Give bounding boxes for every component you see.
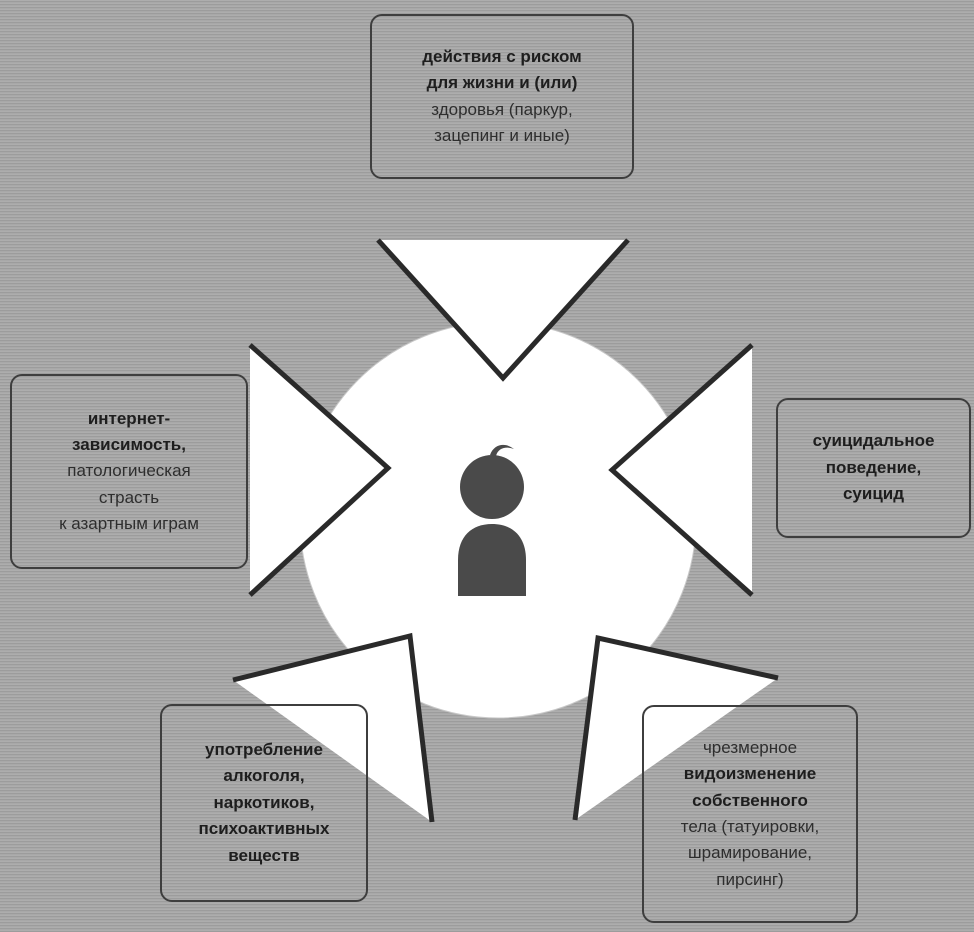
box-text-line: тела (татуировки, [680, 817, 820, 836]
box-text-line: патологическая [67, 461, 191, 481]
box-text-line: к азартным играм [59, 514, 199, 534]
box-text-line: употребление [205, 740, 323, 760]
box-body-modification: чрезмерное видоизменение собственного тела … [642, 705, 858, 923]
box-text-line: здоровья (паркур, [431, 99, 573, 119]
box-text-line: суицид [842, 484, 905, 504]
person-icon [458, 444, 526, 596]
box-text-line: наркотиков, [213, 792, 315, 812]
arrow-top [376, 238, 630, 382]
box-text-line: веществ [228, 845, 300, 865]
box-text-line: интернет- [87, 408, 171, 428]
box-suicidal-behavior: суицидальное поведение, суицид [776, 398, 971, 538]
box-text-line: суицидальное [812, 431, 935, 451]
box-text-line: пирсинг) [716, 869, 784, 889]
box-text-line: действия с риском [422, 46, 582, 66]
arrow-left [248, 343, 392, 597]
box-text-line: зацепинг и иные) [434, 125, 570, 145]
box-substance-use: употребление алкоголя, наркотиков, психоакт… [160, 704, 368, 902]
box-text-line: чрезмерное [702, 737, 798, 757]
box-text-line: видоизменение [683, 764, 817, 784]
box-text-line: шрамирование, [688, 843, 812, 863]
box-text-line: для жизни и (или) [426, 73, 578, 93]
box-text-line: алкоголя, [223, 766, 305, 786]
box-risky-actions: действия с риском для жизни и (или) здоров… [370, 14, 634, 179]
box-text-line: поведение, [825, 457, 922, 477]
box-text-line: зависимость, [72, 434, 186, 454]
box-text-line: страсть [98, 487, 160, 507]
arrow-bottom-left [232, 632, 435, 823]
box-internet-addiction: интернет-зависимость, патологическая страс… [10, 374, 248, 569]
arrow-right [608, 343, 754, 597]
arrow-bottom-right [572, 634, 779, 821]
box-text-line: психоактивных [198, 819, 330, 839]
box-text-line: собственного [692, 790, 808, 810]
